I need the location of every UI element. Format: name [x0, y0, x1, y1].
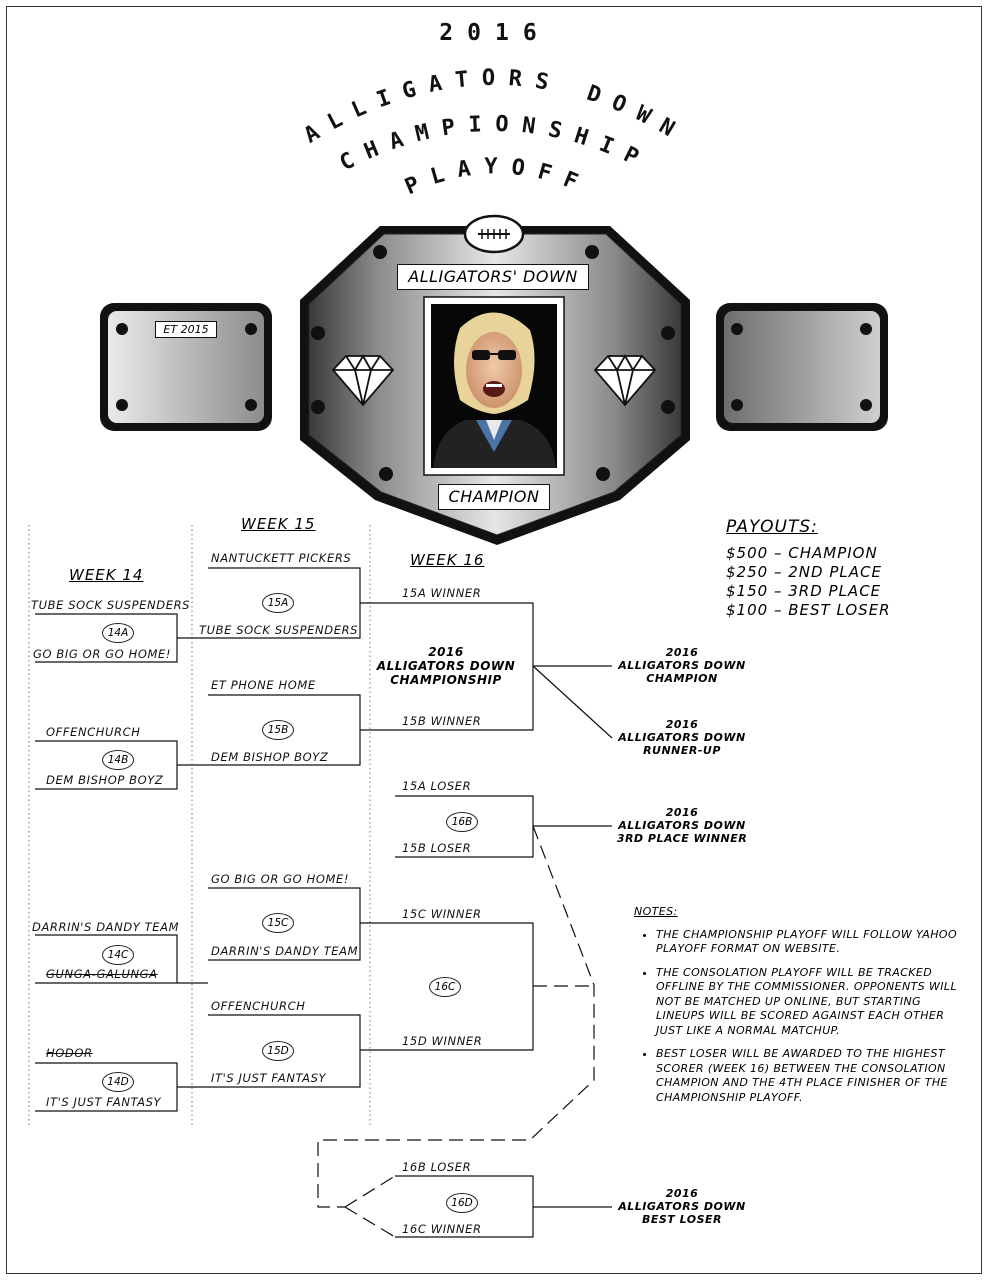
- result-champion: 2016 ALLIGATORS DOWN CHAMPION: [618, 646, 746, 685]
- belt-side-label: ET 2015: [155, 321, 217, 338]
- payout-row: $100 – BEST LOSER: [726, 601, 891, 619]
- matchup-15d: 15D: [262, 1041, 294, 1061]
- matchup-15a: 15A: [262, 593, 294, 613]
- football-icon: [463, 214, 525, 254]
- bracket-16c: [395, 922, 534, 1051]
- team-14d-bottom: IT'S JUST FANTASY: [46, 1095, 162, 1109]
- slot-champ-top: 15A WINNER: [402, 586, 482, 600]
- team-14c-bottom: GUNGA-GALUNGA: [46, 967, 158, 981]
- matchup-15c: 15C: [262, 913, 294, 933]
- slot-16c-bottom: 15D WINNER: [402, 1034, 483, 1048]
- championship-belt: [100, 214, 888, 545]
- team-15a-top: NANTUCKETT PICKERS: [211, 551, 352, 565]
- team-14a-bottom: GO BIG OR GO HOME!: [33, 647, 172, 661]
- matchup-14b: 14B: [102, 750, 134, 770]
- team-14b-bottom: DEM BISHOP BOYZ: [46, 773, 164, 787]
- team-15b-bottom: DEM BISHOP BOYZ: [211, 750, 329, 764]
- matchup-14a: 14A: [102, 623, 134, 643]
- note-item: BEST LOSER WILL BE AWARDED TO THE HIGHES…: [656, 1047, 964, 1105]
- bracket-15c: [208, 887, 361, 961]
- slot-16c-top: 15C WINNER: [402, 907, 482, 921]
- team-15c-bottom: DARRIN'S DANDY TEAM: [211, 944, 359, 958]
- team-15d-bottom: IT'S JUST FANTASY: [211, 1071, 327, 1085]
- team-14d-top: HODOR: [46, 1046, 93, 1060]
- slot-16b-top: 15A LOSER: [402, 779, 472, 793]
- team-15c-top: GO BIG OR GO HOME!: [211, 872, 350, 886]
- team-14a-top: TUBE SOCK SUSPENDERS: [31, 598, 191, 612]
- result-runner-up: 2016 ALLIGATORS DOWN RUNNER-UP: [618, 718, 746, 757]
- note-item: THE CHAMPIONSHIP PLAYOFF WILL FOLLOW YAH…: [656, 928, 964, 957]
- payout-row: $250 – 2ND PLACE: [726, 563, 882, 581]
- matchup-16c: 16C: [429, 977, 461, 997]
- note-item: THE CONSOLATION PLAYOFF WILL BE TRACKED …: [656, 966, 964, 1039]
- matchup-15b: 15B: [262, 720, 294, 740]
- matchup-16d: 16D: [446, 1193, 478, 1213]
- consolation-paths: [317, 825, 595, 1238]
- diamond-icon-right: [593, 354, 657, 407]
- week-15-header: WEEK 15: [241, 515, 316, 533]
- title-year: 2016: [439, 20, 551, 46]
- belt-top-label: ALLIGATORS' DOWN: [397, 264, 589, 290]
- week-14-header: WEEK 14: [69, 566, 144, 584]
- slot-16d-top: 16B LOSER: [402, 1160, 472, 1174]
- page-frame: [6, 6, 982, 1274]
- bracket-14c: [35, 934, 178, 984]
- notes-section: NOTES: THE CHAMPIONSHIP PLAYOFF WILL FOL…: [634, 905, 964, 1114]
- belt-bottom-label: CHAMPION: [438, 484, 550, 510]
- payout-row: $150 – 3RD PLACE: [726, 582, 882, 600]
- team-15b-top: ET PHONE HOME: [211, 678, 316, 692]
- week-16-header: WEEK 16: [410, 551, 485, 569]
- notes-title: NOTES:: [634, 905, 678, 918]
- payout-row: $500 – CHAMPION: [726, 544, 878, 562]
- belt-side-plate-right: [716, 303, 888, 431]
- result-third-place: 2016 ALLIGATORS DOWN 3RD PLACE WINNER: [616, 806, 748, 845]
- team-15a-bottom: TUBE SOCK SUSPENDERS: [199, 623, 359, 637]
- title-arcs: ALLIGATORS DOWN CHAMPIONSHIP PLAYOFF: [300, 66, 677, 200]
- diamond-icon-left: [331, 354, 395, 407]
- championship-label: 2016 ALLIGATORS DOWN CHAMPIONSHIP: [376, 645, 516, 687]
- matchup-16b: 16B: [446, 812, 478, 832]
- payouts-title: PAYOUTS:: [726, 517, 818, 537]
- team-15d-top: OFFENCHURCH: [211, 999, 306, 1013]
- slot-champ-bottom: 15B WINNER: [402, 714, 482, 728]
- champion-portrait: [423, 296, 565, 476]
- matchup-14d: 14D: [102, 1072, 134, 1092]
- bracket-15d: [208, 1014, 361, 1088]
- column-guides: [28, 525, 371, 1125]
- matchup-14c: 14C: [102, 945, 134, 965]
- team-14c-top: DARRIN'S DANDY TEAM: [32, 920, 180, 934]
- slot-16b-bottom: 15B LOSER: [402, 841, 472, 855]
- belt-side-plate-left: [100, 303, 272, 431]
- slot-16d-bottom: 16C WINNER: [402, 1222, 482, 1236]
- result-best-loser: 2016 ALLIGATORS DOWN BEST LOSER: [618, 1187, 746, 1226]
- team-14b-top: OFFENCHURCH: [46, 725, 141, 739]
